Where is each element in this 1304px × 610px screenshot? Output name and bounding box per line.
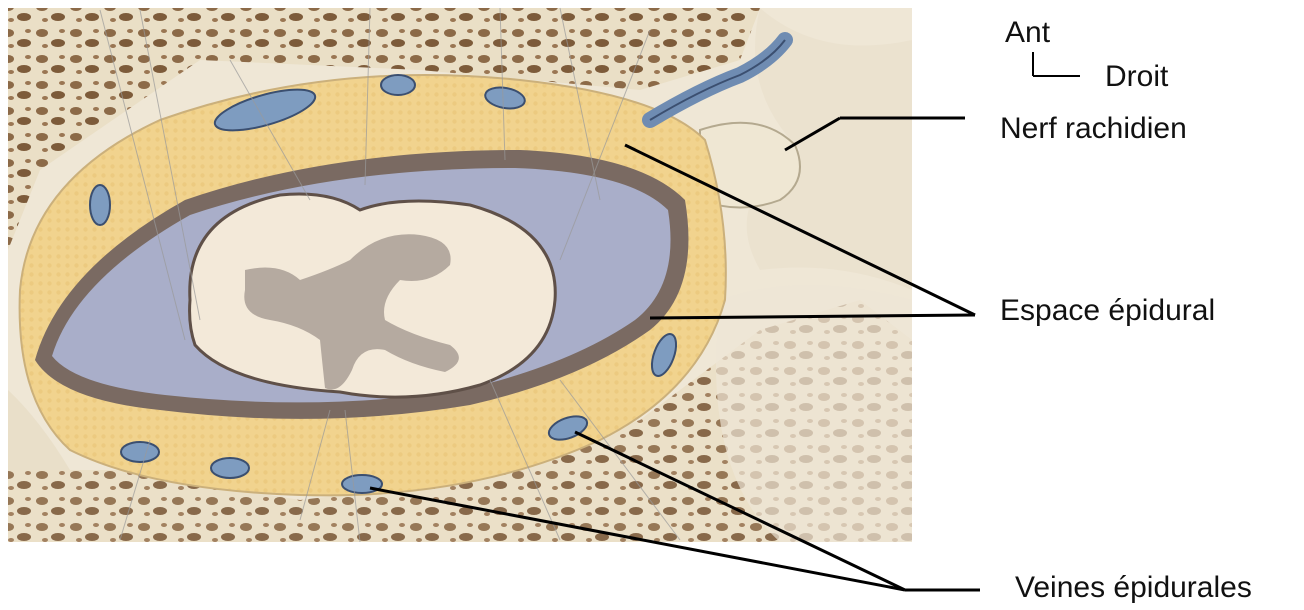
epidural-veins-label: Veines épidurales: [1015, 573, 1252, 603]
orientation-marker: [1033, 52, 1080, 76]
spinal-nerve-label: Nerf rachidien: [1000, 114, 1187, 144]
right-label: Droit: [1105, 62, 1168, 92]
anterior-label: Ant: [1005, 18, 1050, 48]
epidural-space-label: Espace épidural: [1000, 296, 1215, 326]
